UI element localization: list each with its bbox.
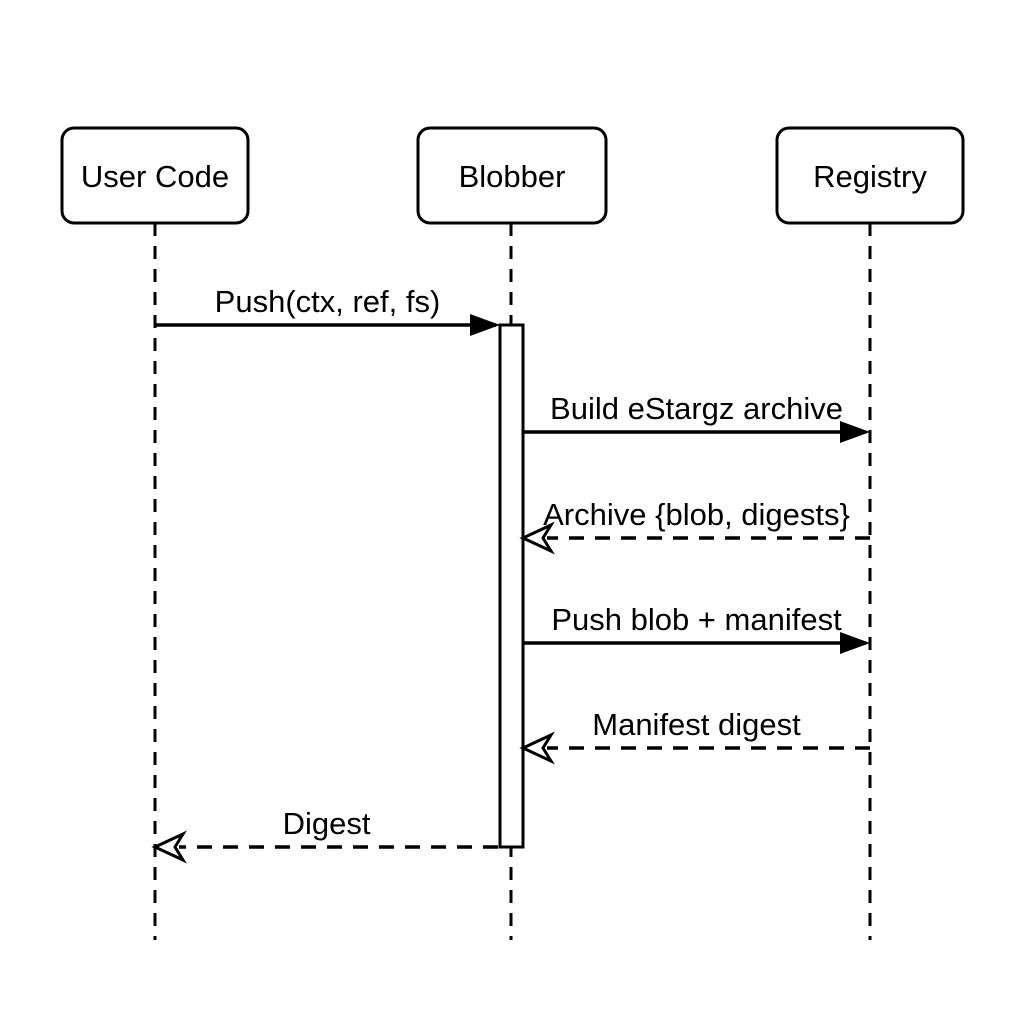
message-arrowhead-filled-1 <box>840 421 870 443</box>
message-arrowhead-open-4 <box>519 731 555 765</box>
message-arrowhead-open-5 <box>151 830 187 864</box>
participant-label-registry: Registry <box>813 159 927 194</box>
participant-box-user-code <box>60 126 250 225</box>
message-arrowhead-filled-3 <box>840 632 870 654</box>
message-arrowhead-open-2 <box>519 521 555 555</box>
message-arrowhead-filled-0 <box>470 314 500 336</box>
message-label-0: Push(ctx, ref, fs) <box>215 284 441 319</box>
activation-bar-blobber <box>498 323 525 849</box>
participant-label-user-code: User Code <box>81 159 229 194</box>
participant-box-registry <box>775 126 965 225</box>
message-label-2: Archive {blob, digests} <box>543 497 850 532</box>
message-label-3: Push blob + manifest <box>551 602 842 637</box>
message-label-4: Manifest digest <box>592 707 801 742</box>
participant-box-blobber <box>416 126 608 225</box>
message-label-1: Build eStargz archive <box>550 391 843 426</box>
participant-label-blobber: Blobber <box>459 159 566 194</box>
message-label-5: Digest <box>283 806 371 841</box>
